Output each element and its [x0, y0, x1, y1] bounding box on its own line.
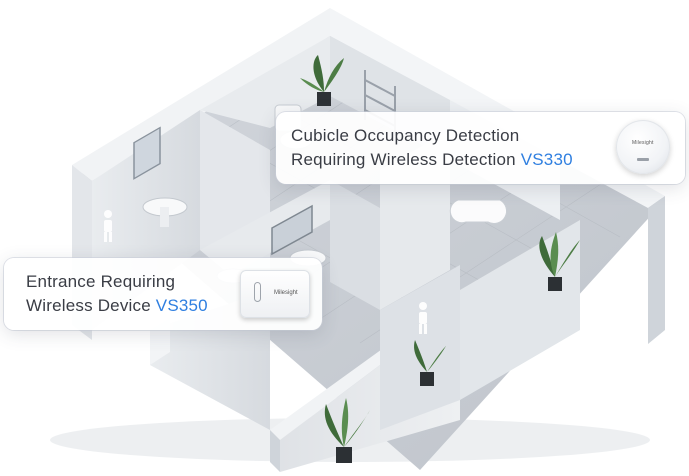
plant-icon [300, 55, 344, 106]
callout-cubicle-line1: Cubicle Occupancy Detection [291, 126, 520, 145]
callout-entrance-line2-prefix: Wireless Device [26, 296, 156, 315]
callout-cubicle-line2-prefix: Requiring Wireless Detection [291, 150, 521, 169]
callout-cubicle-line2: Requiring Wireless Detection VS330 [291, 148, 573, 172]
back-left-wall [72, 8, 330, 181]
occupancy-sensor-icon: Milesight [616, 120, 670, 174]
door-sensor-button [254, 282, 261, 302]
door-sensor-logo: Milesight [274, 290, 298, 296]
mirror-icon [133, 126, 161, 180]
callout-entrance-line2: Wireless Device VS350 [26, 294, 208, 318]
callout-cubicle-text: Cubicle Occupancy Detection Requiring Wi… [291, 124, 573, 172]
occupancy-sensor-logo: Milesight [632, 140, 654, 146]
restroom-person-icon [419, 302, 427, 334]
plant-icon [539, 232, 580, 291]
model-vs350: VS350 [155, 296, 208, 315]
model-vs330: VS330 [520, 150, 573, 169]
callout-entrance-line1: Entrance Requiring [26, 272, 176, 291]
plant-icon [414, 340, 446, 386]
restroom-person-icon [104, 210, 112, 242]
door-sensor-icon: Milesight [240, 270, 310, 318]
callout-entrance-text: Entrance Requiring Wireless Device VS350 [26, 270, 208, 318]
plant-icon [324, 398, 370, 463]
mirror-icon [271, 204, 313, 256]
callout-cubicle-occupancy: Cubicle Occupancy Detection Requiring Wi… [276, 112, 685, 184]
toilet-icon [449, 199, 508, 225]
callout-entrance: Entrance Requiring Wireless Device VS350… [4, 258, 322, 330]
occupancy-sensor-led [637, 158, 649, 161]
